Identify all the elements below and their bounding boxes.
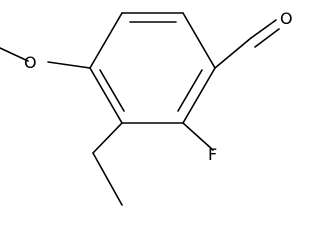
ring-inner-double-bond-right [177,69,203,112]
methoxy-ring-bond [47,61,91,69]
ethyl-terminal-bond [92,152,123,206]
fluoro-ring-bond [182,122,214,151]
ethyl-ring-bond [92,122,123,154]
methoxy-group: O [0,47,91,72]
methoxy-methyl-bond [0,47,29,62]
ring-bond-top-left [89,12,123,69]
benzene-ring [89,12,216,124]
aldehyde-double-bond-inner [254,28,280,48]
fluoro-group: F [182,122,217,164]
molecule-structure-diagram: O O F [0,9,293,206]
ring-bond-top-right [182,12,216,69]
ring-bond-bottom-right [182,67,216,124]
aldehyde-double-bond-outer [250,19,277,39]
aldehyde-carbon-bond [214,37,252,69]
fluorine-label: F [208,145,217,164]
aldehyde-group: O [214,9,293,69]
methoxy-oxygen-label: O [24,53,37,72]
ring-bond-bottom-left [89,67,123,124]
aldehyde-oxygen-label: O [280,9,293,28]
ring-inner-double-bond-left [99,69,125,112]
ethyl-group [92,122,123,206]
